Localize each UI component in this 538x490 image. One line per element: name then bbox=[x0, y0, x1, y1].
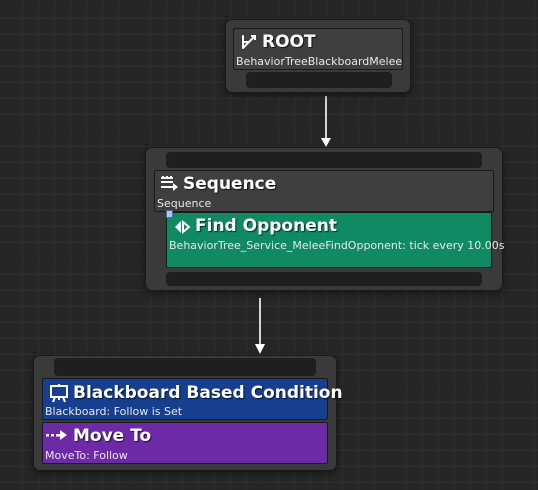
move-to-task[interactable]: Move To MoveTo: Follow bbox=[42, 422, 328, 464]
sequence-header: Sequence Sequence bbox=[154, 170, 494, 212]
move-to-subtitle: MoveTo: Follow bbox=[45, 449, 128, 462]
find-opponent-title: Find Opponent bbox=[195, 216, 337, 236]
sequence-icon bbox=[161, 176, 178, 191]
sequence-title: Sequence bbox=[183, 174, 277, 194]
connection-wire-sequence-moveto bbox=[255, 298, 265, 354]
service-icon bbox=[175, 219, 191, 235]
root-header: ROOT BehaviorTreeBlackboardMelee bbox=[233, 28, 403, 70]
sequence-node[interactable]: Sequence Sequence Find Opponent Behavior… bbox=[146, 148, 504, 290]
find-opponent-service[interactable]: Find Opponent BehaviorTree_Service_Melee… bbox=[166, 212, 504, 268]
find-opponent-subtitle: BehaviorTree_Service_MeleeFindOpponent: … bbox=[169, 239, 505, 252]
blackboard-title: Blackboard Based Condition bbox=[73, 383, 343, 403]
blackboard-decorator[interactable]: Blackboard Based Condition Blackboard: F… bbox=[42, 378, 343, 420]
move-to-input-pin[interactable] bbox=[54, 358, 316, 376]
blackboard-icon bbox=[50, 384, 68, 403]
root-title: ROOT bbox=[262, 32, 316, 52]
move-to-title: Move To bbox=[73, 426, 152, 446]
sequence-input-pin[interactable] bbox=[166, 152, 482, 168]
sequence-subtitle: Sequence bbox=[157, 197, 212, 210]
root-output-pin[interactable] bbox=[246, 72, 392, 88]
move-arrow-icon bbox=[46, 430, 67, 440]
sequence-output-pin[interactable] bbox=[166, 272, 482, 286]
service-marker-icon bbox=[166, 210, 173, 218]
root-node[interactable]: ROOT BehaviorTreeBlackboardMelee bbox=[226, 20, 410, 92]
connection-wire-root-sequence bbox=[321, 96, 331, 147]
root-subtitle: BehaviorTreeBlackboardMelee bbox=[236, 55, 403, 68]
move-to-node[interactable]: Blackboard Based Condition Blackboard: F… bbox=[34, 356, 343, 470]
tree-branch-icon bbox=[242, 35, 256, 49]
blackboard-subtitle: Blackboard: Follow is Set bbox=[45, 405, 183, 418]
